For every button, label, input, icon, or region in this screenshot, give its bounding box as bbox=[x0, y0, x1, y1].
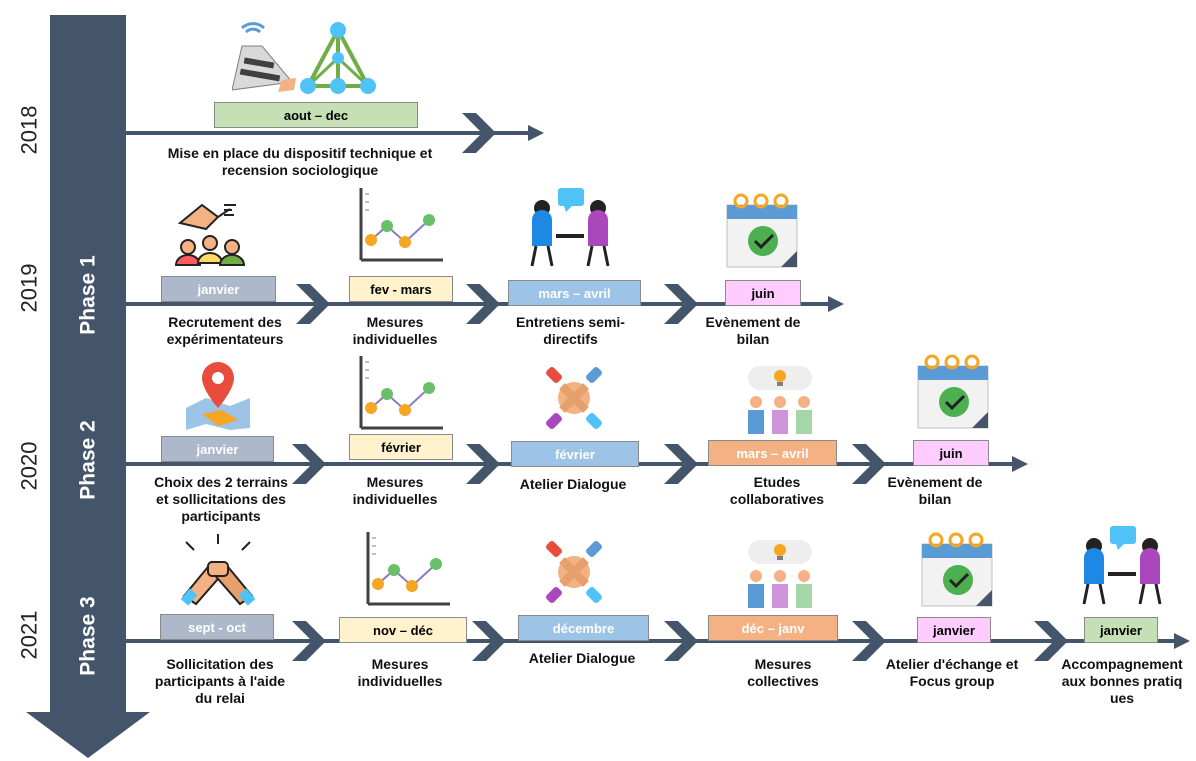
timeline-line-2021 bbox=[126, 639, 1176, 643]
date-box-2020-4: mars – avril bbox=[708, 440, 837, 466]
date-box-2020-5: juin bbox=[913, 440, 989, 466]
chevron-icon bbox=[664, 284, 698, 324]
label-2021-6: Accompagnement aux bonnes pratiques bbox=[1061, 656, 1183, 706]
date-box-2019-4: juin bbox=[725, 280, 801, 306]
line-chart-icon bbox=[359, 356, 443, 430]
chevron-icon bbox=[472, 621, 506, 661]
date-box-2020-3: février bbox=[511, 441, 639, 467]
chevron-icon bbox=[296, 284, 330, 324]
line-chart-icon bbox=[359, 188, 443, 262]
phase-2-label: Phase 2 bbox=[76, 420, 100, 500]
date-box-2021-4: déc – janv bbox=[708, 615, 838, 641]
calendar-check-icon bbox=[917, 354, 989, 429]
chevron-icon bbox=[466, 284, 500, 324]
label-2021-1: Sollicitation des participants à l'aide … bbox=[154, 656, 286, 706]
chevron-icon bbox=[664, 444, 698, 484]
year-2019: 2019 bbox=[16, 263, 42, 313]
arrowhead-2021 bbox=[1174, 633, 1190, 649]
chevron-icon bbox=[852, 621, 886, 661]
label-2020-3: Atelier Dialogue bbox=[519, 476, 627, 492]
label-2019-4: Evènement de bilan bbox=[705, 314, 801, 347]
interview-icon bbox=[1082, 526, 1162, 605]
interview-icon bbox=[530, 188, 610, 267]
label-2018: Mise en place du dispositif technique et… bbox=[167, 145, 433, 178]
year-2020: 2020 bbox=[16, 441, 42, 491]
date-box-2021-1: sept - oct bbox=[160, 614, 274, 640]
chevron-icon bbox=[462, 113, 496, 153]
label-2019-3: Entretiens semi-directifs bbox=[516, 314, 625, 347]
phase-3-label: Phase 3 bbox=[76, 596, 100, 676]
arrowhead-2020 bbox=[1012, 456, 1028, 472]
chevron-icon bbox=[466, 444, 500, 484]
date-box-2020-2: février bbox=[349, 434, 453, 460]
label-2020-5: Evènement de bilan bbox=[887, 474, 983, 507]
group-idea-icon bbox=[748, 540, 812, 608]
date-box-2021-3: décembre bbox=[518, 615, 649, 641]
recruitment-icon bbox=[174, 203, 246, 266]
network-icon bbox=[300, 22, 376, 94]
chevron-icon bbox=[852, 444, 886, 484]
teamwork-icon bbox=[546, 367, 602, 429]
calendar-check-icon bbox=[921, 532, 993, 607]
date-box-2021-5: janvier bbox=[917, 617, 991, 643]
date-box-2021-2: nov – déc bbox=[339, 617, 467, 643]
label-2019-1: Recrutement des expérimentateurs bbox=[166, 314, 284, 347]
handshake-icon bbox=[180, 534, 256, 606]
chevron-icon bbox=[664, 621, 698, 661]
arrowhead-2018 bbox=[528, 125, 544, 141]
vertical-timeline-arrow bbox=[26, 15, 150, 758]
year-2018: 2018 bbox=[16, 105, 42, 155]
teamwork-icon bbox=[546, 541, 602, 603]
calendar-check-icon bbox=[726, 193, 798, 268]
label-2021-2: Mesures individuelles bbox=[357, 656, 443, 689]
arrowhead-2019 bbox=[828, 296, 844, 312]
group-idea-icon bbox=[748, 366, 812, 434]
map-pin-icon bbox=[186, 362, 250, 430]
timeline-line-2018 bbox=[126, 131, 530, 135]
label-2020-4: Etudes collaboratives bbox=[729, 474, 825, 507]
chevron-icon bbox=[292, 444, 326, 484]
chevron-icon bbox=[292, 621, 326, 661]
date-box-2020-1: janvier bbox=[161, 436, 274, 462]
date-box-2019-2: fev - mars bbox=[349, 276, 453, 302]
year-2021: 2021 bbox=[16, 610, 42, 660]
date-box-2021-6: janvier bbox=[1084, 617, 1158, 643]
label-2021-5: Atelier d'échange et Focus group bbox=[885, 656, 1019, 689]
label-2021-3: Atelier Dialogue bbox=[528, 650, 636, 666]
label-2021-4: Mesures collectives bbox=[747, 656, 819, 689]
line-chart-icon bbox=[366, 532, 450, 606]
date-box-2019-3: mars – avril bbox=[508, 280, 641, 306]
timeline-line-2019 bbox=[126, 302, 830, 306]
chevron-icon bbox=[1034, 621, 1068, 661]
label-2019-2: Mesures individuelles bbox=[352, 314, 438, 347]
label-2020-1: Choix des 2 terrains et sollicitations d… bbox=[154, 474, 288, 524]
date-box-2018: aout – dec bbox=[214, 102, 418, 128]
date-box-2019-1: janvier bbox=[161, 276, 276, 302]
phase-1-label: Phase 1 bbox=[76, 255, 100, 335]
label-2020-2: Mesures individuelles bbox=[352, 474, 438, 507]
antenna-icon bbox=[232, 22, 296, 92]
